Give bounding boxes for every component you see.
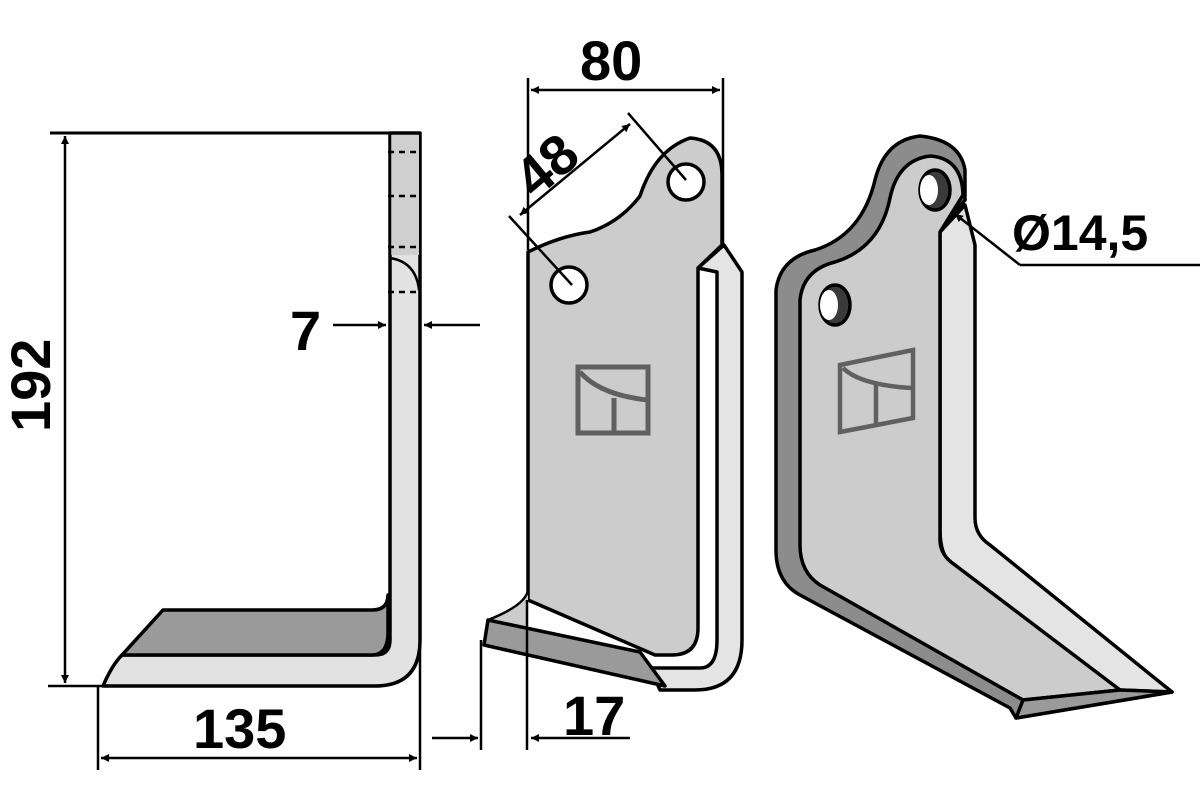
side-view: 192 7 135 bbox=[0, 131, 480, 770]
brand-logo-icon bbox=[837, 347, 916, 435]
dim-hole-spacing-label: 48 bbox=[502, 121, 590, 209]
dim-width-label: 135 bbox=[193, 697, 286, 760]
perspective-face bbox=[798, 154, 1122, 702]
dim-height-label: 192 bbox=[0, 339, 62, 432]
dim-hole-diameter-label: Ø14,5 bbox=[1012, 205, 1148, 261]
hole-arc bbox=[389, 256, 421, 291]
hidden-lines bbox=[388, 150, 420, 294]
front-view-flare bbox=[488, 590, 528, 628]
perspective-view: Ø14,5 bbox=[774, 134, 1200, 720]
mounting-hole-bottom bbox=[549, 265, 589, 305]
front-view-edge bbox=[648, 243, 744, 692]
side-view-bar bbox=[101, 131, 422, 688]
perspective-bevel bbox=[1014, 688, 1174, 720]
side-view-bevel bbox=[120, 593, 390, 657]
front-view: 80 48 17 bbox=[432, 29, 744, 750]
dim-offset-label: 17 bbox=[563, 684, 625, 747]
mounting-hole-top bbox=[666, 162, 706, 202]
front-view-bevel bbox=[482, 618, 667, 688]
brand-logo-icon bbox=[575, 364, 651, 436]
dim-thickness-label: 7 bbox=[290, 299, 321, 362]
dim-overall-width-label: 80 bbox=[580, 29, 642, 92]
